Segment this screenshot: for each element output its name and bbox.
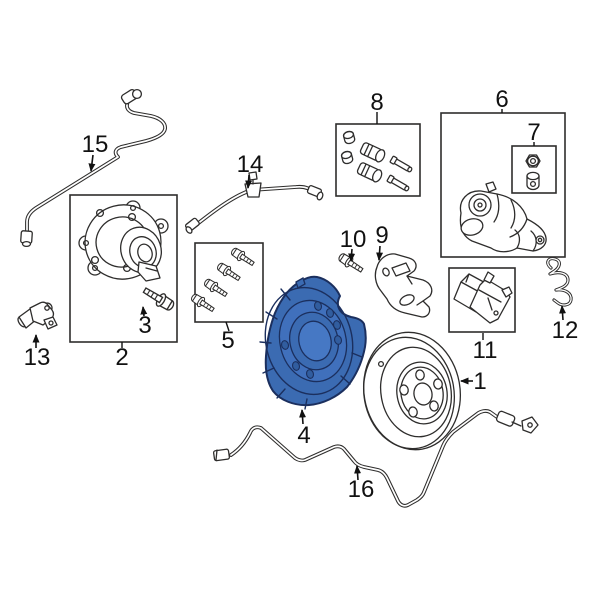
callout-9-number: 9 [375, 222, 388, 249]
callout-2[interactable]: 2 [115, 342, 129, 371]
callout-11-number: 11 [473, 337, 498, 364]
callout-5[interactable]: 5 [221, 321, 235, 354]
callout-6-number: 6 [495, 86, 508, 113]
hose-left-fitting [184, 217, 200, 234]
caliper-bleeder [485, 181, 497, 193]
kit8-boot-2 [356, 162, 383, 183]
rotor-set-screw-hole [377, 360, 385, 368]
tube-end-fitting [20, 230, 33, 248]
callout-7-number: 7 [527, 119, 540, 146]
callout-4-number: 4 [297, 422, 310, 449]
rotor-center-bore [413, 382, 433, 406]
line-right-fitting [495, 410, 539, 434]
callout-7[interactable]: 7 [527, 119, 541, 146]
callout-6[interactable]: 6 [495, 86, 509, 113]
callout-4[interactable]: 4 [297, 409, 311, 449]
part-hub-assembly-2[interactable] [69, 194, 178, 343]
callout-16-arrow [354, 465, 362, 481]
callout-2-number: 2 [115, 344, 128, 371]
callout-10[interactable]: 10 [340, 226, 367, 262]
callout-10-number: 10 [340, 226, 367, 253]
shield-rim-tab [295, 277, 306, 289]
pad-front [469, 271, 513, 324]
callout-15[interactable]: 15 [82, 131, 109, 172]
callout-5-number: 5 [221, 327, 234, 354]
callout-5-leader [225, 321, 230, 332]
callout-10-arrow [348, 248, 356, 262]
line-left-fitting [212, 448, 231, 462]
callout-1[interactable]: 1 [460, 368, 487, 395]
part-backing-plate-4-highlighted[interactable] [254, 275, 367, 410]
callout-3-number: 3 [138, 312, 151, 339]
callout-12-number: 12 [552, 317, 579, 344]
caliper-body [459, 181, 547, 253]
kit7-nut [525, 154, 541, 168]
callout-4-arrow [299, 409, 307, 425]
callout-14-number: 14 [237, 151, 264, 178]
part-caliper-hardware-7[interactable] [511, 145, 557, 194]
callout-1-number: 1 [473, 368, 486, 395]
part-bolt-kit-5[interactable] [188, 242, 264, 323]
part-brake-pads-11[interactable] [448, 267, 516, 333]
callout-8[interactable]: 8 [370, 89, 384, 124]
callout-16[interactable]: 16 [348, 465, 375, 503]
part-brake-rotor-1[interactable] [354, 325, 469, 458]
part-brake-line-16[interactable] [212, 409, 539, 508]
part-brake-hose-14[interactable] [184, 171, 324, 234]
callout-3-arrow [140, 306, 148, 317]
shield-bolt-holes [280, 301, 343, 379]
kit8-boot-1 [359, 142, 386, 163]
part-caliper-6[interactable] [440, 112, 566, 258]
hub-bearing [120, 226, 162, 282]
shield-spokes [259, 288, 363, 410]
part-abs-sensor-13[interactable] [16, 301, 58, 330]
part-caliper-bracket-9[interactable] [374, 253, 433, 318]
kit8-cap-1 [342, 130, 356, 145]
kit7-cap [526, 171, 540, 191]
rotor-hub-outer [396, 361, 448, 425]
rotor-outer-edge [362, 331, 462, 451]
kit8-pin-1 [389, 155, 413, 173]
part-guide-pin-kit-8[interactable] [335, 123, 421, 197]
rotor-edge-thickness [362, 336, 456, 450]
callout-12[interactable]: 12 [552, 305, 579, 344]
rotor-face-ring [380, 346, 452, 438]
part-brake-tube-15[interactable] [20, 88, 167, 248]
callout-13-number: 13 [24, 344, 51, 371]
callout-3[interactable]: 3 [138, 306, 152, 339]
shield-rim-line [264, 286, 354, 396]
callout-13[interactable]: 13 [24, 334, 51, 371]
hub-abs-connector [137, 261, 161, 282]
hose-right-fitting [306, 184, 324, 201]
kit8-cap-2 [340, 150, 354, 165]
shield-center [298, 320, 332, 362]
callout-15-arrow [88, 154, 96, 172]
callout-8-number: 8 [370, 89, 383, 116]
rotor-hub-inner [400, 366, 444, 420]
callout-9-arrow [376, 245, 384, 261]
callout-15-number: 15 [82, 131, 109, 158]
kit8-pin-2 [386, 174, 410, 192]
callout-16-number: 16 [348, 476, 375, 503]
tube-sensor-connector [120, 88, 143, 105]
callout-14-arrow [245, 174, 253, 189]
line-hose-end [521, 416, 539, 434]
callout-11[interactable]: 11 [473, 333, 498, 364]
part-pad-clip-12[interactable] [546, 257, 573, 307]
callout-14[interactable]: 14 [237, 151, 264, 189]
rotor-lug-holes [399, 369, 443, 418]
callout-9[interactable]: 9 [375, 222, 389, 261]
callout-12-arrow [559, 305, 567, 321]
